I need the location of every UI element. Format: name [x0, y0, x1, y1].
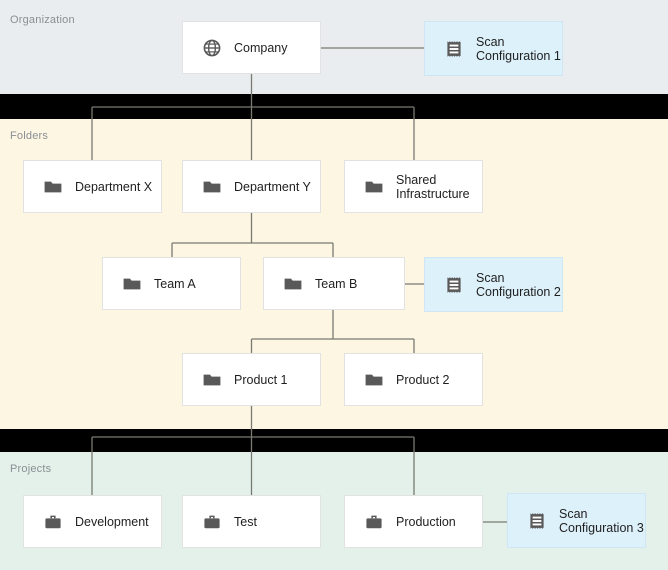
node-scan-configuration-3[interactable]: Scan Configuration 3	[507, 493, 646, 548]
folder-icon	[365, 181, 383, 192]
globe-icon	[203, 39, 221, 56]
node-product-2[interactable]: Product 2	[344, 353, 483, 406]
node-product-1[interactable]: Product 1	[182, 353, 321, 406]
node-department-x[interactable]: Department X	[23, 160, 162, 213]
node-product-1-label: Product 1	[234, 372, 288, 387]
node-shared-infrastructure-label: Shared Infrastructure	[396, 172, 470, 201]
node-team-b-label: Team B	[315, 276, 358, 291]
node-product-2-label: Product 2	[396, 372, 450, 387]
node-department-x-label: Department X	[75, 179, 153, 194]
node-production-label: Production	[396, 514, 456, 529]
node-development-label: Development	[75, 514, 149, 529]
node-company-label: Company	[234, 40, 288, 55]
node-scan-configuration-3-label: Scan Configuration 3	[559, 506, 644, 535]
briefcase-icon	[45, 515, 61, 528]
node-team-a[interactable]: Team A	[102, 257, 241, 310]
projects-band-label: Projects	[10, 463, 52, 475]
node-department-y[interactable]: Department Y	[182, 160, 321, 213]
node-shared-infrastructure[interactable]: Shared Infrastructure	[344, 160, 483, 213]
node-team-b[interactable]: Team B	[263, 257, 405, 310]
divider-band-top	[0, 94, 668, 119]
node-scan-configuration-1-label: Scan Configuration 1	[476, 34, 561, 63]
folder-icon	[284, 278, 302, 289]
node-test-label: Test	[234, 514, 257, 529]
briefcase-icon	[366, 515, 382, 528]
node-scan-configuration-1[interactable]: Scan Configuration 1	[424, 21, 563, 76]
node-test[interactable]: Test	[182, 495, 321, 548]
organization-band-label: Organization	[10, 14, 75, 26]
node-company[interactable]: Company	[182, 21, 321, 74]
node-production[interactable]: Production	[344, 495, 483, 548]
folders-band-label: Folders	[10, 130, 49, 142]
scan-config-icon	[447, 40, 461, 57]
node-department-y-label: Department Y	[234, 179, 311, 194]
divider-band-bottom	[0, 429, 668, 452]
folder-icon	[203, 181, 221, 192]
scan-config-icon	[530, 512, 544, 529]
node-scan-configuration-2[interactable]: Scan Configuration 2	[424, 257, 563, 312]
node-team-a-label: Team A	[154, 276, 196, 291]
scan-config-icon	[447, 276, 461, 293]
folder-icon	[44, 181, 62, 192]
organization-band	[0, 0, 668, 94]
briefcase-icon	[204, 515, 220, 528]
folder-icon	[123, 278, 141, 289]
folder-icon	[365, 374, 383, 385]
folder-icon	[203, 374, 221, 385]
node-development[interactable]: Development	[23, 495, 162, 548]
node-scan-configuration-2-label: Scan Configuration 2	[476, 270, 561, 299]
